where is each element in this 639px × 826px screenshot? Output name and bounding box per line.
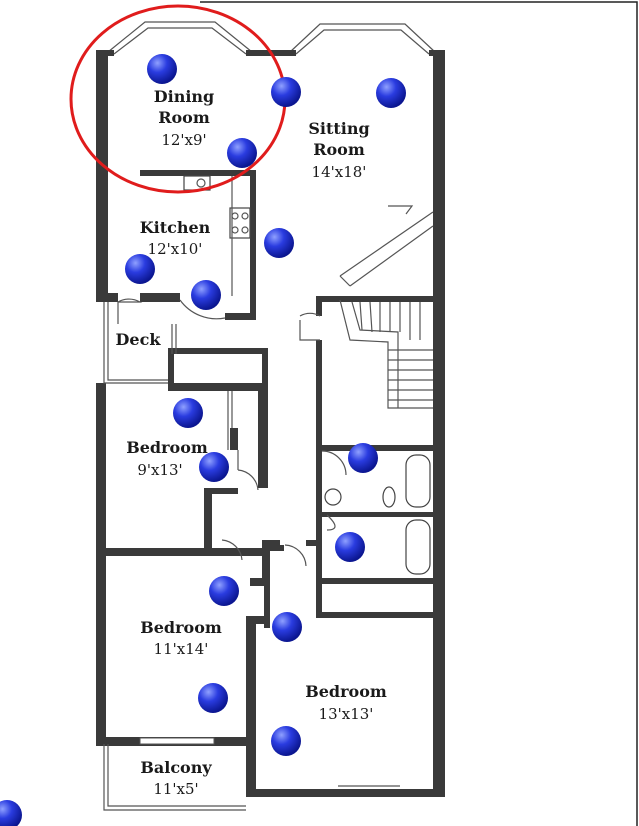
bedroom-1-dimension: 9'x13' bbox=[137, 461, 182, 479]
marker-dot[interactable] bbox=[227, 138, 257, 168]
room-kitchen: Kitchen 12'x10' bbox=[140, 218, 211, 258]
frame-border bbox=[200, 1, 638, 826]
marker-dot[interactable] bbox=[376, 78, 406, 108]
interior-walls bbox=[96, 170, 438, 746]
balcony-label: Balcony bbox=[140, 758, 212, 777]
marker-dot[interactable] bbox=[271, 726, 301, 756]
room-bedroom-1: Bedroom 9'x13' bbox=[126, 438, 208, 479]
outer-walls bbox=[96, 50, 445, 797]
marker-dot[interactable] bbox=[264, 228, 294, 258]
kitchen-dimension: 12'x10' bbox=[148, 240, 203, 258]
room-bedroom-2: Bedroom 11'x14' bbox=[140, 618, 222, 658]
sitting-room-dimension: 14'x18' bbox=[312, 163, 367, 181]
room-deck: Deck bbox=[116, 330, 162, 349]
marker-dot[interactable] bbox=[335, 532, 365, 562]
sitting-room-label-line2: Room bbox=[313, 140, 365, 159]
marker-dot[interactable] bbox=[0, 800, 22, 826]
marker-dot[interactable] bbox=[271, 77, 301, 107]
dining-room-label-line1: Dining bbox=[154, 87, 214, 106]
bedroom-2-label: Bedroom bbox=[140, 618, 222, 637]
kitchen-fixtures bbox=[183, 175, 251, 296]
balcony-dimension: 11'x5' bbox=[153, 780, 198, 798]
marker-dot[interactable] bbox=[209, 576, 239, 606]
bedroom-3-dimension: 13'x13' bbox=[319, 705, 374, 723]
marker-dot[interactable] bbox=[191, 280, 221, 310]
bedroom-3-label: Bedroom bbox=[305, 682, 387, 701]
marker-dot[interactable] bbox=[125, 254, 155, 284]
staircase bbox=[339, 205, 434, 409]
bedroom-2-dimension: 11'x14' bbox=[154, 640, 209, 658]
dining-room-dimension: 12'x9' bbox=[161, 131, 206, 149]
kitchen-label: Kitchen bbox=[140, 218, 211, 237]
deck-label: Deck bbox=[116, 330, 162, 349]
marker-dot[interactable] bbox=[198, 683, 228, 713]
bay-window-sitting bbox=[289, 23, 436, 55]
room-dining: Dining Room 12'x9' bbox=[154, 87, 214, 149]
marker-dot[interactable] bbox=[199, 452, 229, 482]
sitting-room-label-line1: Sitting bbox=[308, 119, 369, 138]
dining-room-label-line2: Room bbox=[158, 108, 210, 127]
room-sitting: Sitting Room 14'x18' bbox=[308, 119, 369, 181]
deck-outline bbox=[103, 300, 172, 384]
marker-dots[interactable] bbox=[0, 54, 406, 826]
doors bbox=[117, 298, 400, 787]
bedroom-1-label: Bedroom bbox=[126, 438, 208, 457]
balcony-outline bbox=[103, 737, 246, 811]
room-balcony: Balcony 11'x5' bbox=[140, 758, 212, 798]
bay-window-dining bbox=[107, 21, 253, 55]
room-bedroom-3: Bedroom 13'x13' bbox=[305, 682, 387, 723]
marker-dot[interactable] bbox=[147, 54, 177, 84]
marker-dot[interactable] bbox=[348, 443, 378, 473]
marker-dot[interactable] bbox=[272, 612, 302, 642]
marker-dot[interactable] bbox=[173, 398, 203, 428]
bathroom-fixtures bbox=[324, 454, 431, 575]
